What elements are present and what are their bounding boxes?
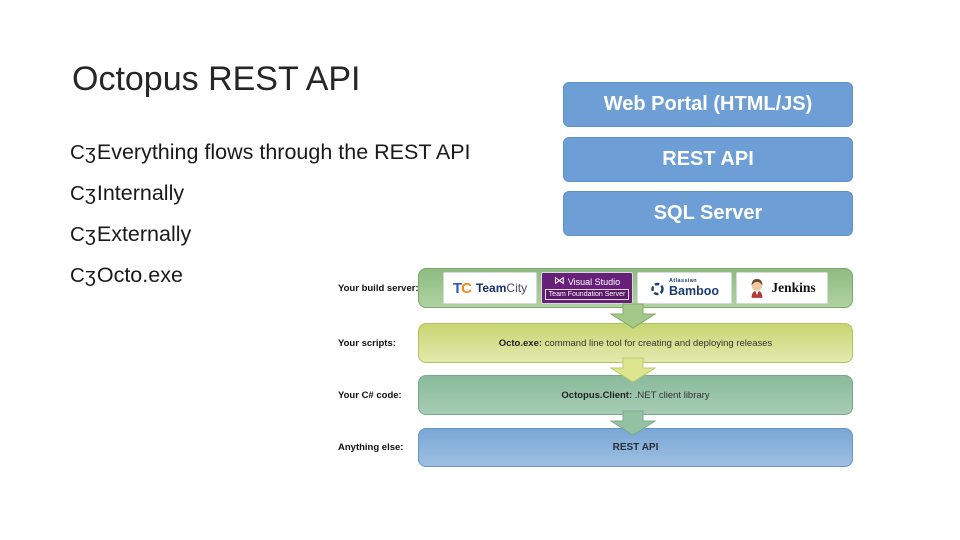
bullet-icon: Cʒ (70, 224, 96, 246)
stack-box-sql-server: SQL Server (563, 191, 853, 236)
visual-studio-name: ⋈Visual Studio (553, 275, 621, 287)
jenkins-butler-icon (751, 279, 763, 298)
flow-row-build-server: TC TeamCity ⋈Visual Studio Team Foundati… (418, 268, 853, 308)
bullet-text: Internally (96, 181, 185, 205)
arrow-down-icon (610, 303, 656, 329)
flow-row-rest-api: REST API (418, 428, 853, 467)
atlassian-brand: Atlassian (669, 277, 698, 284)
arrow-down-icon (610, 357, 656, 383)
bamboo-name: Bamboo (669, 284, 719, 298)
flow-label-anything-else: Anything else: (338, 442, 404, 453)
visual-studio-logo: ⋈Visual Studio Team Foundation Server (541, 272, 633, 304)
bullet-list: CʒEverything flows through the REST API … (70, 132, 471, 296)
jenkins-name: Jenkins (771, 280, 816, 295)
bullet-icon: Cʒ (70, 265, 96, 287)
bullet-item: CʒExternally (70, 214, 471, 255)
bamboo-ring-icon (651, 282, 664, 295)
bullet-text: Everything flows through the REST API (96, 140, 471, 164)
stack-box-rest-api: REST API (563, 137, 853, 182)
bamboo-logo: Atlassian Bamboo (637, 272, 732, 304)
page-title: Octopus REST API (72, 60, 361, 98)
bullet-icon: Cʒ (70, 142, 96, 164)
teamcity-logo: TC TeamCity (443, 272, 537, 304)
flow-row-csharp-code: Octopus.Client: .NET client library (418, 375, 853, 415)
octo-exe-text: Octo.exe: command line tool for creating… (498, 337, 773, 349)
flow-label-build-server: Your build server: (338, 283, 419, 294)
bullet-item: CʒOcto.exe (70, 255, 471, 296)
bullet-icon: Cʒ (70, 183, 96, 205)
teamcity-name: TeamCity (475, 281, 528, 295)
rest-api-text: REST API (612, 442, 659, 453)
visual-studio-bowtie-icon: ⋈ (553, 275, 565, 287)
arrow-down-icon (610, 410, 656, 436)
octopus-client-text: Octopus.Client: .NET client library (561, 389, 710, 401)
flow-label-csharp-code: Your C# code: (338, 390, 402, 401)
teamcity-mark-icon: TC (452, 279, 472, 297)
flow-label-scripts: Your scripts: (338, 338, 396, 349)
tfs-label: Team Foundation Server (544, 289, 630, 300)
bullet-item: CʒEverything flows through the REST API (70, 132, 471, 173)
bullet-text: Externally (96, 222, 192, 246)
bullet-text: Octo.exe (96, 263, 183, 287)
jenkins-logo: Jenkins (736, 272, 828, 304)
bullet-item: CʒInternally (70, 173, 471, 214)
stack-box-web-portal: Web Portal (HTML/JS) (563, 82, 853, 127)
